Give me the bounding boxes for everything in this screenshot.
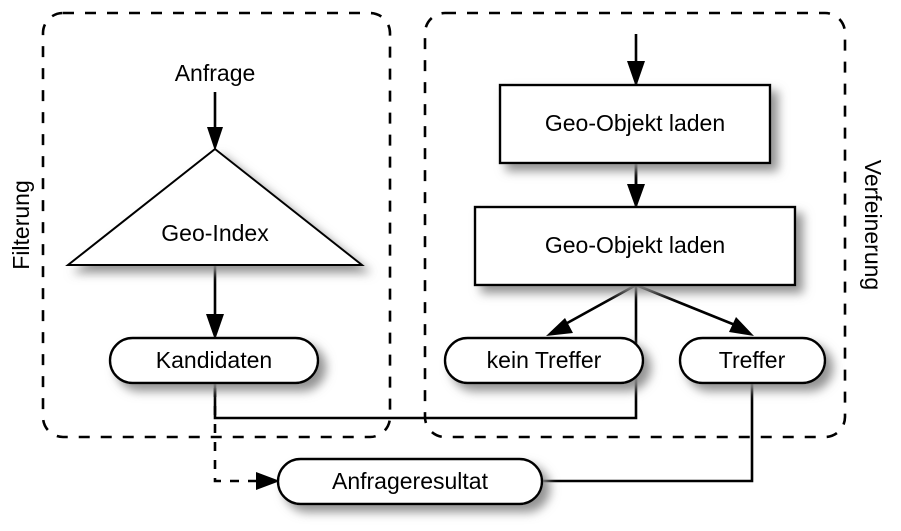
edge-geo-objekt-laden-2-to-kein-treffer <box>546 283 637 336</box>
node-treffer-label: Treffer <box>719 347 786 373</box>
node-geo-objekt-laden-2-label: Geo-Objekt laden <box>545 232 725 258</box>
edge-geo-index-to-kandidaten <box>206 265 224 340</box>
node-geo-objekt-laden-1: Geo-Objekt laden <box>498 83 772 165</box>
group-label-filterung: Filterung <box>8 180 34 269</box>
node-anfrage: Anfrage <box>175 60 256 86</box>
edge-treffer-to-anfrageresultat <box>542 383 754 483</box>
edge-anfrage-to-geo-index <box>207 92 223 151</box>
group-label-verfeinerung: Verfeinerung <box>860 160 886 290</box>
node-geo-objekt-laden-1-label: Geo-Objekt laden <box>545 110 725 136</box>
edge-geo-objekt-laden-2-to-treffer <box>635 283 754 336</box>
node-kein-treffer-label: kein Treffer <box>487 347 602 373</box>
node-geo-index-label: Geo-Index <box>161 220 269 246</box>
node-kandidaten: Kandidaten <box>108 336 320 385</box>
group-box-filterung <box>41 11 392 439</box>
node-treffer: Treffer <box>678 336 827 385</box>
edge-geo-objekt-laden-1-to-2 <box>627 163 645 209</box>
group-box-verfeinerung <box>423 11 847 439</box>
node-geo-objekt-laden-2: Geo-Objekt laden <box>473 205 797 287</box>
node-geo-index: Geo-Index <box>65 147 365 266</box>
node-anfrageresultat-label: Anfrageresultat <box>332 468 489 494</box>
node-anfrageresultat: Anfrageresultat <box>276 457 544 506</box>
node-kandidaten-label: Kandidaten <box>156 347 272 373</box>
edge-kandidaten-to-anfrageresultat <box>213 388 280 490</box>
node-kein-treffer: kein Treffer <box>443 336 645 385</box>
